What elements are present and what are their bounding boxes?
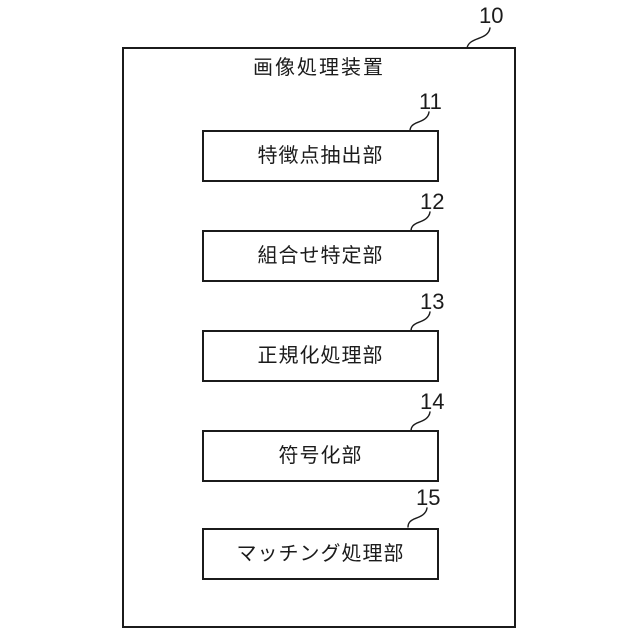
unit-label-combination: 組合せ特定部 [257,245,384,267]
ref-label-unit-encoding: 14 [420,389,445,414]
unit-box-matching: マッチング処理部 [202,528,439,580]
device-box: 画像処理装置 [122,47,516,628]
ref-label-unit-feature-extraction: 11 [419,89,442,114]
unit-box-encoding: 符号化部 [202,430,439,482]
unit-box-feature-extraction: 特徴点抽出部 [202,130,439,182]
ref-label-unit-matching: 15 [416,485,441,510]
device-title: 画像処理装置 [253,57,385,79]
leader-line-device [466,27,491,49]
ref-label-unit-combination: 12 [420,189,445,214]
unit-box-normalization: 正規化処理部 [202,330,439,382]
unit-label-feature-extraction: 特徴点抽出部 [257,145,384,167]
unit-label-matching: マッチング処理部 [236,543,405,565]
unit-label-encoding: 符号化部 [278,445,363,467]
ref-label-device: 10 [479,3,504,28]
ref-label-unit-normalization: 13 [420,289,445,314]
unit-box-combination: 組合せ特定部 [202,230,439,282]
unit-label-normalization: 正規化処理部 [257,345,384,367]
